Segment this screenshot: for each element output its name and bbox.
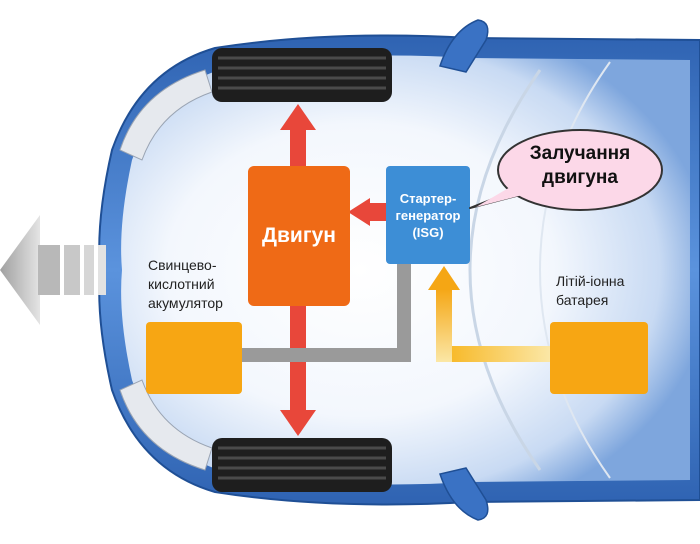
lithium-label-line2: батарея <box>556 292 609 308</box>
lead-acid-label-line2: кислотний <box>148 276 215 292</box>
a-pillar <box>538 61 611 479</box>
mirror-bottom <box>439 467 489 521</box>
front-top-tire <box>212 48 392 102</box>
callout-line2: двигуна <box>542 167 618 188</box>
callout-text: Залучання двигуна <box>498 142 662 190</box>
callout-bubble <box>469 129 663 211</box>
isg-label-line3: (ISG) <box>412 224 444 240</box>
lithium-battery-box <box>550 322 648 394</box>
isg-to-engine-arrow <box>348 198 390 226</box>
engine-label: Двигун <box>262 224 336 247</box>
isg-label: Стартер- генератор (ISG) <box>386 166 470 264</box>
engine-box <box>248 166 350 306</box>
electric-flow-horizontal <box>436 346 550 362</box>
electric-flow-arrowhead <box>428 266 460 290</box>
headlight-top <box>119 69 213 161</box>
lithium-label-line1: Літій-іонна <box>556 273 625 289</box>
lead-acid-label-line1: Свинцево- <box>148 257 217 273</box>
lead-acid-battery-label: Свинцево- кислотний акумулятор <box>148 256 223 313</box>
callout-line1: Залучання <box>529 143 631 164</box>
isg-box <box>386 166 470 264</box>
mirror-top <box>439 19 489 73</box>
headlight-bottom <box>119 379 213 471</box>
isg-label-line1: Стартер- <box>399 190 457 206</box>
lead-acid-battery-box <box>146 322 242 394</box>
front-bottom-tire <box>212 438 392 492</box>
electric-flow-vertical <box>436 288 452 362</box>
power-arrow-up <box>280 104 316 170</box>
wiring-path <box>242 262 411 362</box>
isg-label-line2: генератор <box>395 207 461 223</box>
lead-acid-label-line3: акумулятор <box>148 295 223 311</box>
direction-arrow <box>0 215 106 325</box>
windshield-edge <box>468 69 542 471</box>
lithium-battery-label: Літій-іонна батарея <box>556 272 624 310</box>
